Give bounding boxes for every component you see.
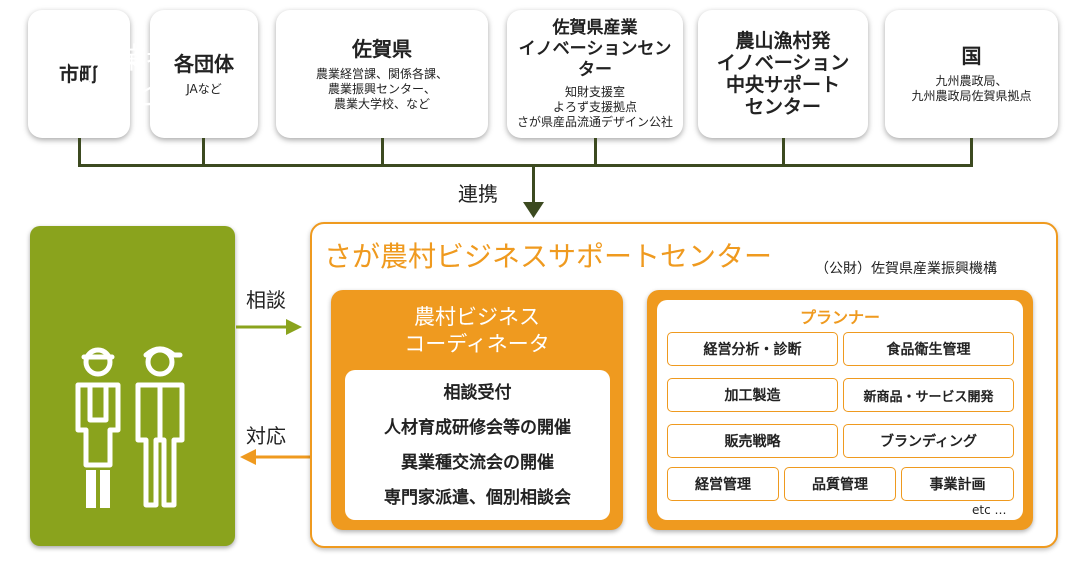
org-sub: 九州農政局、 九州農政局佐賀県拠点 — [911, 74, 1032, 103]
org-sub: 知財支援室 よろず支援拠点 さが県産品流通デザイン公社 — [516, 85, 673, 129]
connector-stub — [782, 138, 785, 166]
connector-stub — [78, 138, 81, 166]
connector-stub — [381, 138, 384, 166]
planner-skill: 食品衛生管理 — [843, 332, 1014, 366]
coordinator-services-panel — [345, 370, 610, 520]
planner-title: プランナー — [799, 308, 880, 327]
org-title: 佐賀県 — [352, 36, 412, 61]
respond-label: 対応 — [246, 424, 286, 448]
farmers-illustration-icon — [75, 346, 185, 508]
org-title: 各団体 — [174, 51, 234, 76]
org-title: 農山漁村発 イノベーション 中央サポート センター — [716, 30, 850, 118]
support-center-title: さが農村ビジネスサポートセンター — [324, 240, 773, 273]
planner-skill: 新商品・サービス開発 — [843, 378, 1014, 412]
org-sub: JAなど — [186, 81, 222, 96]
planner-skill: 加工製造 — [667, 378, 838, 412]
planner-skill: 品質管理 — [784, 467, 896, 501]
connector-arrowhead — [523, 202, 544, 218]
connector-down — [532, 164, 535, 206]
coordinator-service: 専門家派遣、個別相談会 — [384, 488, 571, 508]
planner-skill: 販売戦略 — [667, 424, 838, 458]
planner-skill: 事業計画 — [901, 467, 1014, 501]
connector-stub — [970, 138, 973, 166]
planner-skill: ブランディング — [843, 424, 1014, 458]
respond-arrow-icon — [240, 449, 310, 465]
org-sub: 農業経営課、関係各課、 農業振興センター、 農業大学校、など — [315, 66, 448, 111]
org-box-saga-pref: 佐賀県 農業経営課、関係各課、 農業振興センター、 農業大学校、など — [276, 10, 488, 138]
support-center-org-name: （公財）佐賀県産業振興機構 — [815, 261, 997, 277]
consult-label: 相談 — [246, 288, 286, 312]
org-box-innovation-center: 佐賀県産業 イノベーションセンター 知財支援室 よろず支援拠点 さが県産品流通デ… — [507, 10, 683, 138]
org-box-groups: 各団体 JAなど — [150, 10, 258, 138]
planner-skill: 経営管理 — [667, 467, 779, 501]
planner-skill: 経営分析・診断 — [667, 332, 838, 366]
coordinator-service: 相談受付 — [443, 383, 512, 403]
connect-label: 連携 — [458, 182, 498, 206]
farmer-title: 農林漁業者 企業など — [29, 41, 175, 111]
coordinator-service: 人材育成研修会等の開催 — [384, 418, 571, 438]
connector-stub — [594, 138, 597, 166]
farmer-box — [30, 226, 235, 546]
org-box-city: 市町 — [28, 10, 130, 138]
coordinator-title: 農村ビジネス コーディネータ — [404, 305, 550, 356]
coordinator-service: 異業種交流会の開催 — [401, 453, 554, 473]
connector-stub — [202, 138, 205, 166]
org-box-central-support: 農山漁村発 イノベーション 中央サポート センター — [698, 10, 868, 138]
org-box-national: 国 九州農政局、 九州農政局佐賀県拠点 — [885, 10, 1058, 138]
org-title: 国 — [961, 44, 982, 68]
connector-bar — [78, 164, 973, 167]
org-title: 市町 — [59, 62, 99, 86]
planner-etc: etc … — [972, 503, 1007, 517]
org-title: 佐賀県産業 イノベーションセンター — [518, 18, 672, 80]
consult-arrow-icon — [236, 319, 302, 335]
